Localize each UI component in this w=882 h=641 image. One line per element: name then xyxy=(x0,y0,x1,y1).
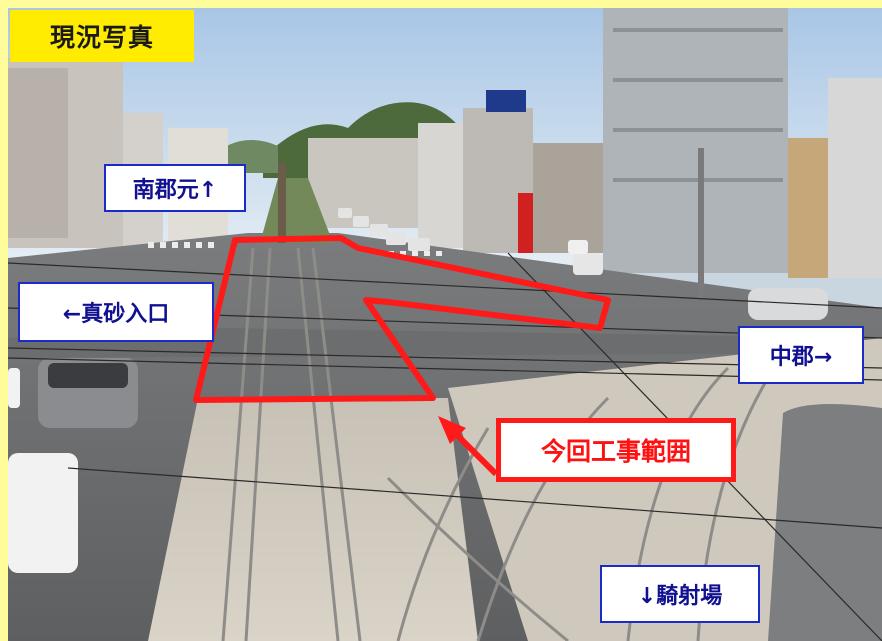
street-photo xyxy=(8,8,882,641)
label-masago-text: ←真砂入口 xyxy=(62,302,170,327)
label-nakagori: 中郡→ xyxy=(738,326,864,384)
rooftop-sign xyxy=(486,90,526,112)
label-kishaba: ↓騎射場 xyxy=(600,565,760,623)
label-kishaba-text: ↓騎射場 xyxy=(637,584,723,609)
work-area-arrowhead xyxy=(438,416,466,444)
label-minamigorimoto-text: 南郡元↑ xyxy=(132,178,218,203)
work-area-label-text: 今回工事範囲 xyxy=(540,437,691,466)
title-badge: 現況写真 xyxy=(10,10,194,62)
title-text: 現況写真 xyxy=(49,23,154,52)
label-minamigorimoto: 南郡元↑ xyxy=(104,164,246,212)
tram-platform xyxy=(148,398,478,641)
car-white-van xyxy=(8,453,78,573)
label-masago: ←真砂入口 xyxy=(18,282,214,342)
work-area-outline xyxy=(193,235,611,403)
right-building xyxy=(603,8,788,273)
photo-scene xyxy=(8,8,882,641)
tram-rails xyxy=(221,247,770,641)
car-silver xyxy=(748,288,828,320)
utility-pole xyxy=(278,163,286,243)
label-nakagori-text: 中郡→ xyxy=(769,345,833,370)
work-area-label: 今回工事範囲 xyxy=(496,418,736,482)
